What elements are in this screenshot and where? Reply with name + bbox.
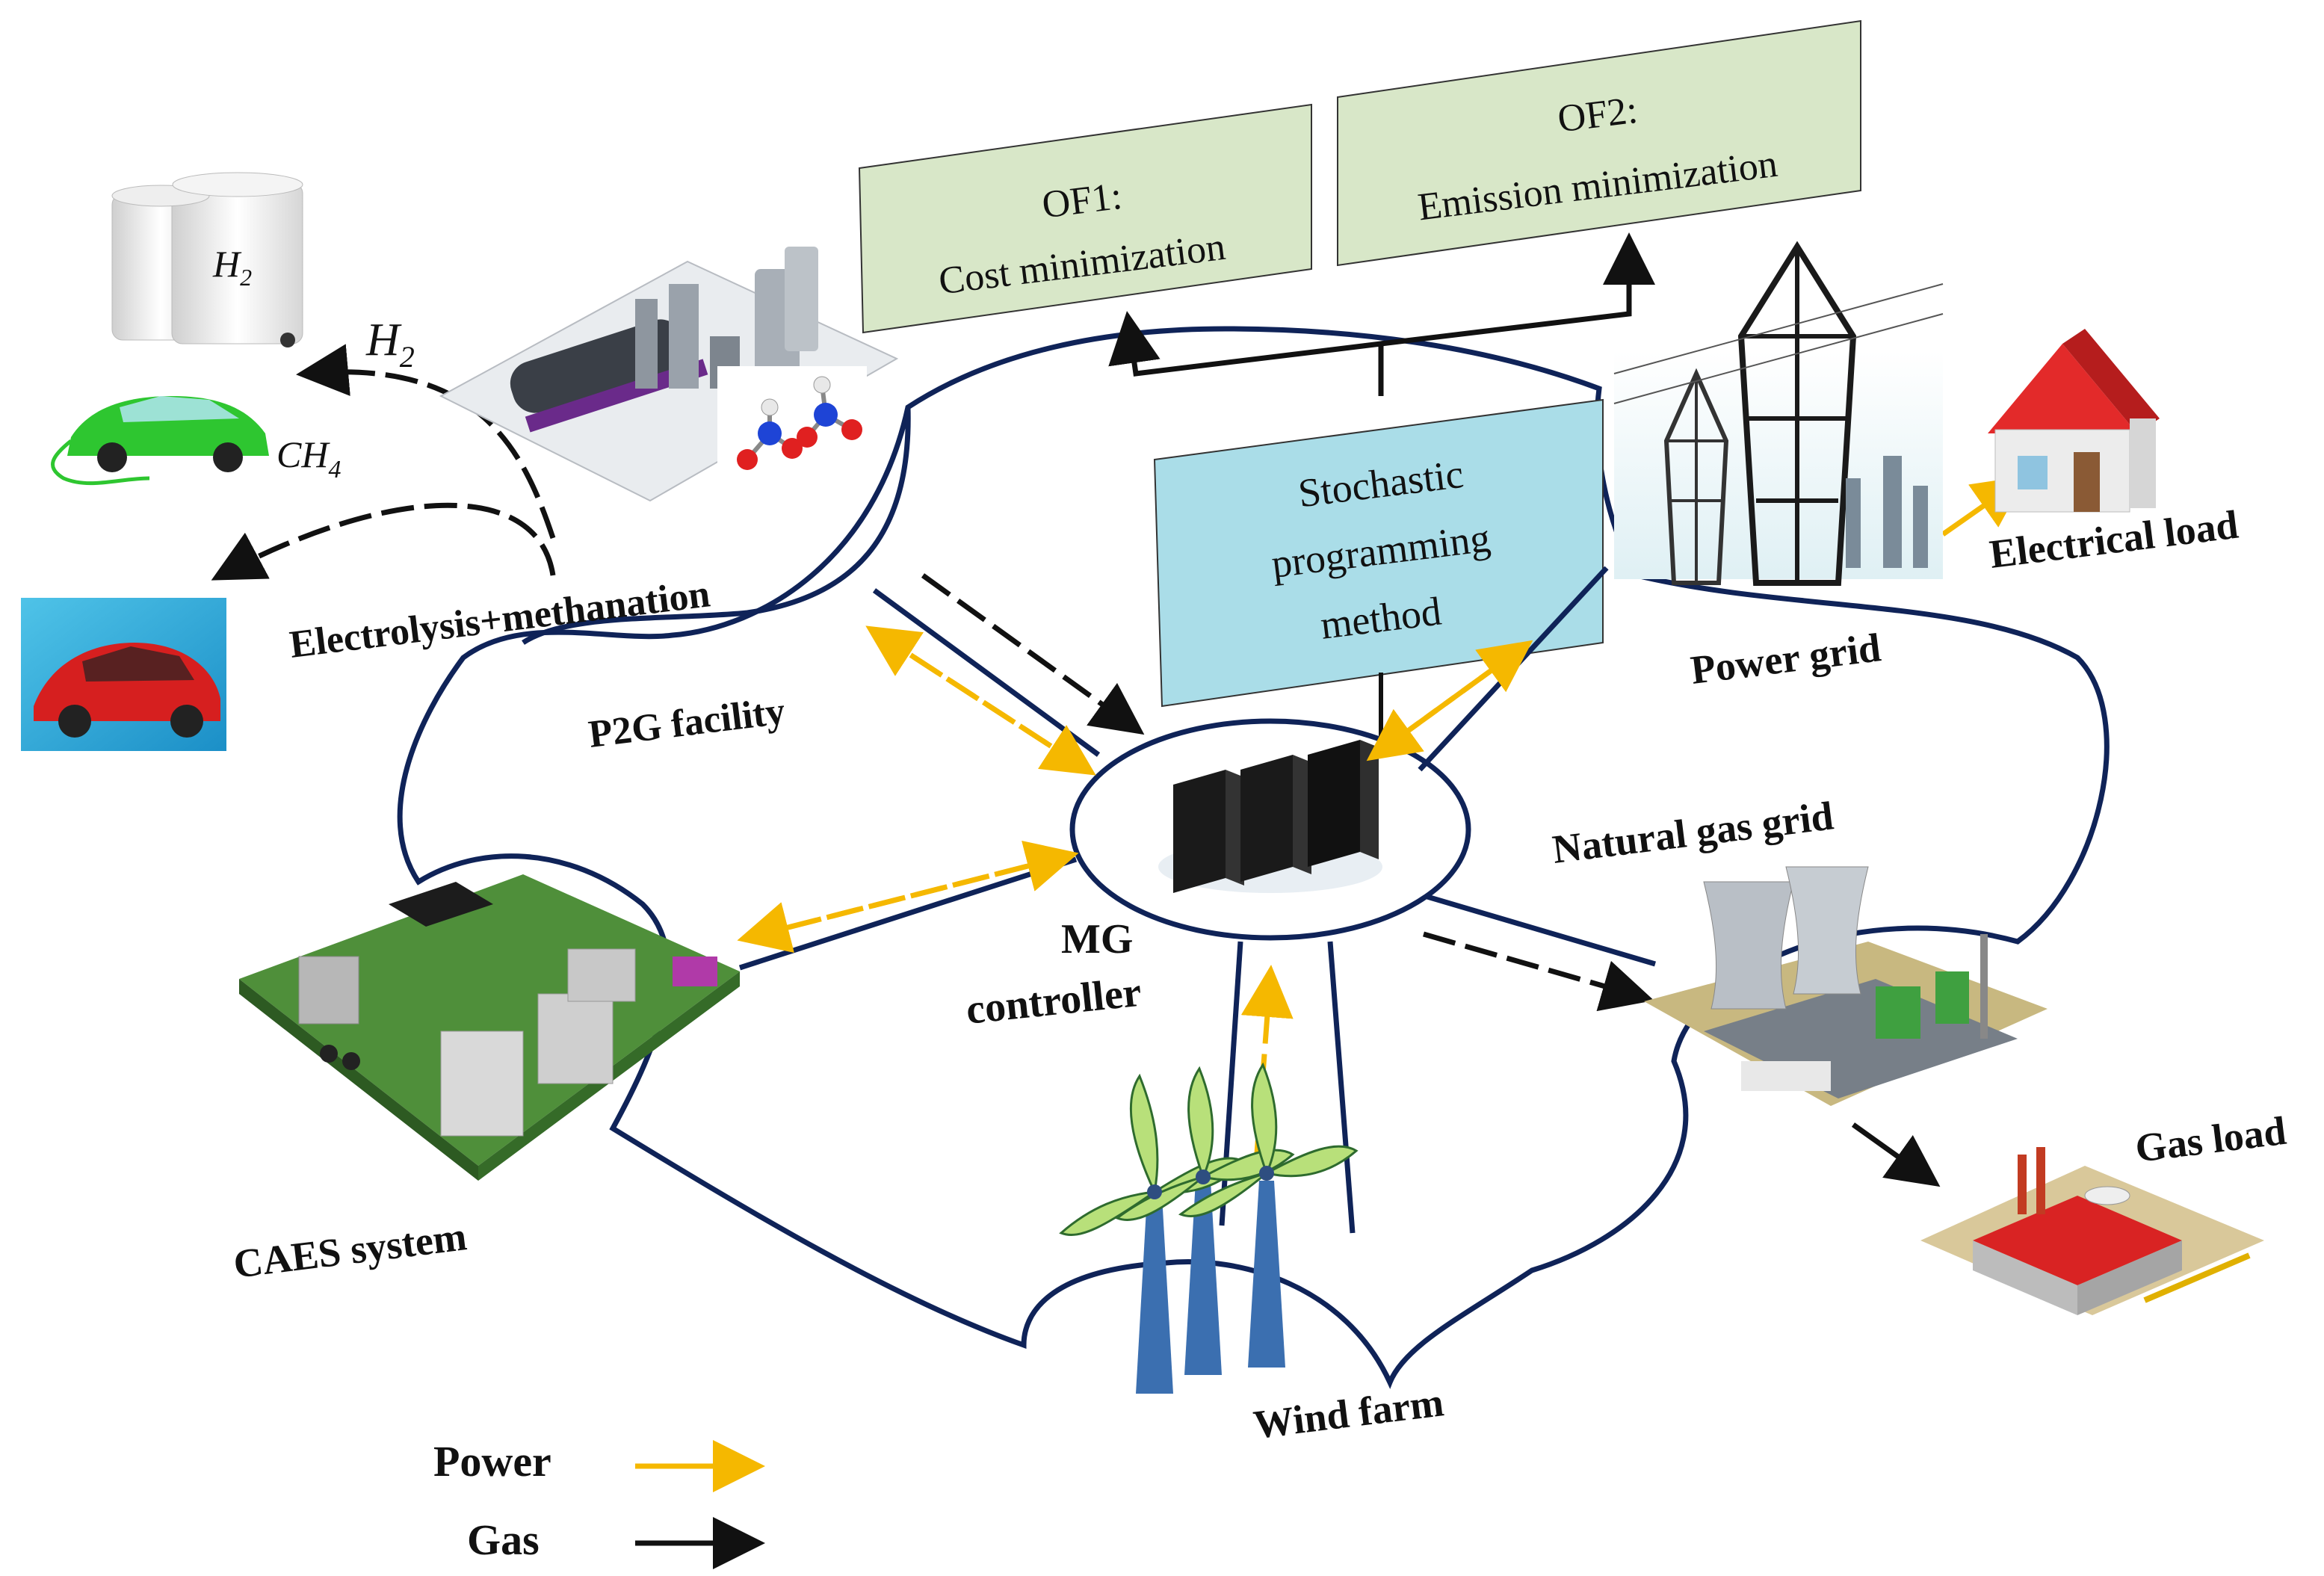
p2g-boundary-arc xyxy=(522,407,911,645)
legend-power-label: Power xyxy=(433,1437,551,1486)
house-icon xyxy=(1988,329,2160,513)
legend-gas-label: Gas xyxy=(467,1515,540,1564)
stochastic-method-box: Stochastic programming method xyxy=(1153,398,1604,708)
caes-system-label: CAES system xyxy=(231,1214,469,1287)
power-grid-icon xyxy=(1613,241,1944,586)
mg-controller xyxy=(1069,718,1471,941)
objective-of2-box: OF2: Emission minimization xyxy=(1337,19,1861,267)
p2g-facility-label: P2G facility xyxy=(587,690,788,756)
objective-of1-box: OF1: Cost minimization xyxy=(858,103,1312,334)
p2g-plant-icon xyxy=(439,247,899,502)
h2-tank-label: H2 xyxy=(212,243,252,291)
gas-load-icon xyxy=(1920,1147,2264,1315)
of1-title: OF1: xyxy=(1039,175,1124,227)
ch4-flow-label: CH4 xyxy=(276,433,341,483)
server-rack-icon xyxy=(1173,740,1379,893)
p2g-process-label: Electrolysis+methanation xyxy=(288,572,713,667)
mg-label-line-1: MG xyxy=(1061,916,1133,962)
h2-flow-label: H2 xyxy=(365,315,415,374)
electrical-load-label: Electrical load xyxy=(1987,502,2240,577)
electric-car-icon xyxy=(51,396,269,486)
caes-board-icon xyxy=(239,874,740,1181)
natural-gas-grid-label: Natural gas grid xyxy=(1550,793,1835,872)
molecule-icon xyxy=(717,366,867,478)
power-grid-label: Power grid xyxy=(1688,625,1883,693)
gas-plant-icon xyxy=(1644,866,2048,1106)
wind-farm-label: Wind farm xyxy=(1251,1379,1446,1447)
legend: Power Gas xyxy=(433,1437,765,1569)
wind-turbine-icon xyxy=(1059,1062,1359,1394)
of2-title: OF2: xyxy=(1555,89,1640,141)
gas-load-label: Gas load xyxy=(2133,1108,2288,1171)
hydrogen-tank-icon: H2 xyxy=(111,172,303,347)
objective-connector xyxy=(1108,232,1655,396)
microgrid-boundary xyxy=(397,326,2110,1389)
mg-label-line-2: controller xyxy=(964,969,1144,1033)
gas-car-icon xyxy=(21,598,226,751)
